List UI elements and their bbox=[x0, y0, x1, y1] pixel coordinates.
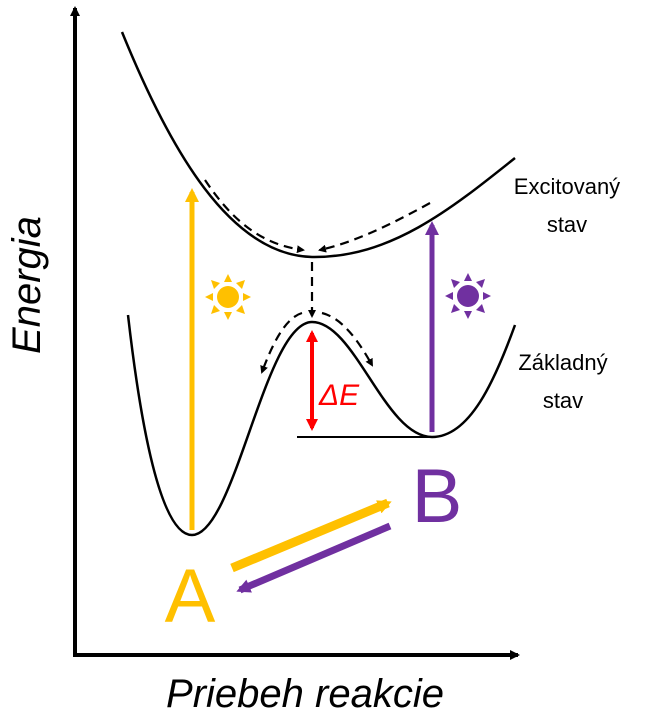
y-axis-label: Energia bbox=[5, 216, 49, 354]
excited-state-curve bbox=[120, 31, 516, 259]
ground-arrow-right bbox=[321, 311, 373, 367]
excited-state-label-1: Excitovaný bbox=[514, 174, 620, 199]
excited-state-label-2: stav bbox=[547, 212, 587, 237]
conversion-arrow-a-to-b bbox=[230, 498, 392, 573]
ground-arrow-left bbox=[260, 311, 303, 374]
sun-icon bbox=[205, 274, 251, 320]
relaxation-arrow-left bbox=[204, 179, 305, 254]
conversion-arrow-b-to-a bbox=[236, 522, 392, 594]
barrier-label: ΔE bbox=[318, 379, 360, 412]
sun-icon bbox=[445, 273, 491, 319]
isomer-a-label: A bbox=[165, 554, 216, 639]
ground-state-label-1: Základný bbox=[518, 350, 607, 375]
x-axis-label: Priebeh reakcie bbox=[166, 672, 444, 716]
relaxation-arrow-right bbox=[318, 202, 431, 253]
ground-state-curve bbox=[126, 314, 517, 537]
isomer-b-label: B bbox=[412, 454, 463, 539]
ground-state-label-2: stav bbox=[543, 388, 583, 413]
